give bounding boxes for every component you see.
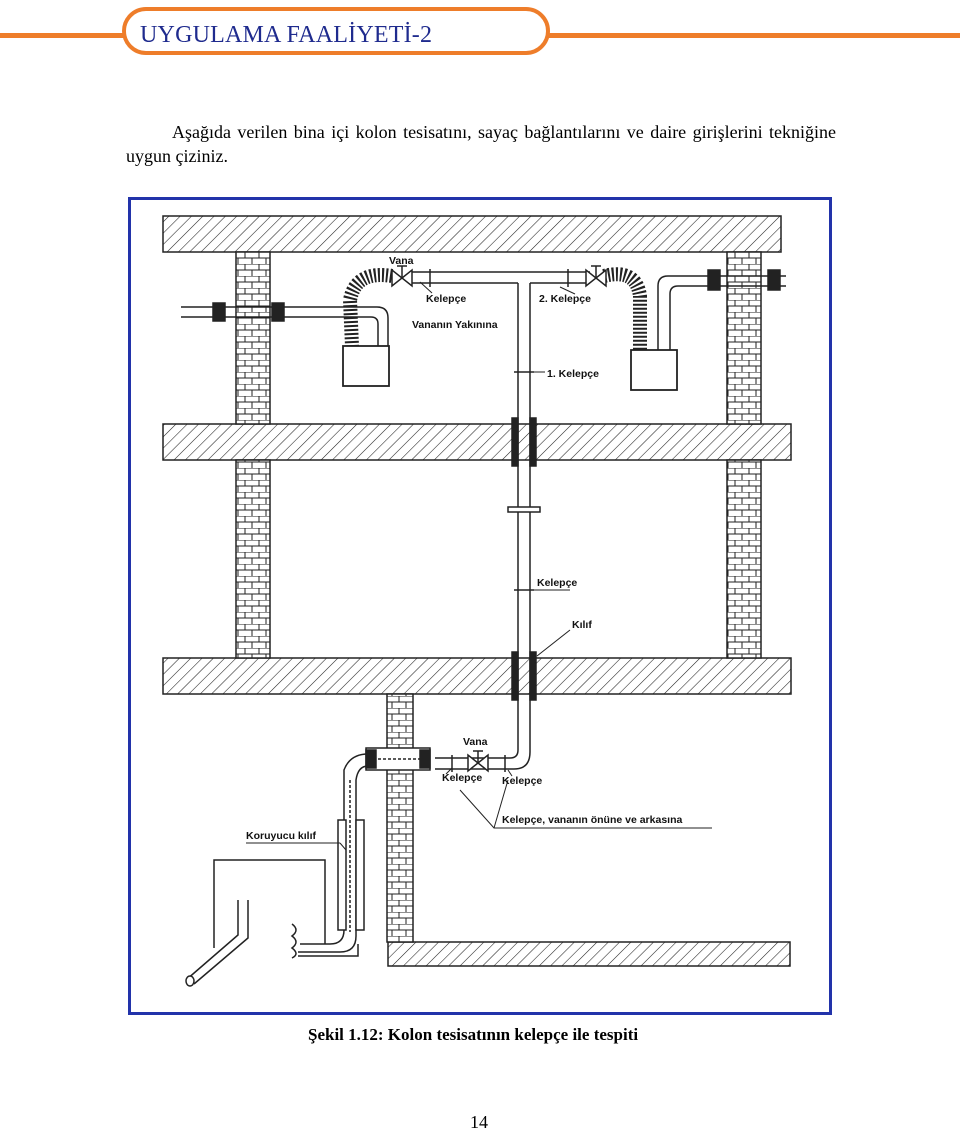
label-kelepce-1: 1. Kelepçe — [547, 368, 599, 380]
header-rule-left — [0, 33, 126, 38]
label-kilif: Kılıf — [572, 619, 592, 631]
label-kelepce-mid: Kelepçe — [537, 577, 577, 589]
valve-bottom — [467, 750, 489, 773]
label-kelepce-note: Kelepçe, vananın önüne ve arkasına — [502, 814, 682, 826]
valve-top-left — [391, 265, 413, 288]
leader-lines — [246, 281, 712, 851]
floor-slab-second — [162, 423, 792, 461]
page-title: UYGULAMA FAALİYETİ-2 — [140, 22, 433, 48]
service-entry — [290, 747, 431, 959]
label-kelepce-bottom-right: Kelepçe — [502, 775, 542, 787]
header-title-box — [122, 7, 550, 55]
riser-pipe — [507, 283, 541, 752]
flexible-hose-left — [342, 268, 394, 347]
riser-installation-diagram: Vana Kelepçe 2. Kelepçe Vananın Yakınına… — [162, 215, 792, 987]
label-kelepce-top: Kelepçe — [426, 293, 466, 305]
figure-caption: Şekil 1.12: Kolon tesisatının kelepçe il… — [308, 1025, 639, 1044]
street-service-line — [185, 859, 326, 987]
bottom-service-pipe — [435, 749, 531, 772]
top-distribution-pipe — [410, 269, 590, 287]
instruction-text: Aşağıda verilen bina içi kolon tesisatın… — [126, 122, 836, 166]
header-rule-right — [546, 33, 960, 38]
label-vananin-yakinina: Vananın Yakınına — [412, 319, 498, 331]
gas-meter-left — [342, 345, 390, 387]
right-entry-pipe — [657, 269, 786, 350]
gas-meter-right — [630, 349, 678, 391]
floor-slab-top — [162, 215, 782, 253]
label-kelepce-bottom-left: Kelepçe — [442, 772, 482, 784]
valve-top-right — [585, 265, 607, 288]
page-number: 14 — [470, 1112, 488, 1132]
label-vana-bottom: Vana — [463, 736, 488, 748]
label-vana-top: Vana — [389, 255, 414, 267]
label-koruyucu-kilif: Koruyucu kılıf — [246, 830, 317, 842]
brick-walls — [235, 251, 762, 943]
floor-slab-third — [162, 657, 792, 695]
flexible-hose-right — [602, 267, 647, 350]
floor-slab-ground — [387, 941, 791, 967]
label-kelepce-2: 2. Kelepçe — [539, 293, 591, 305]
